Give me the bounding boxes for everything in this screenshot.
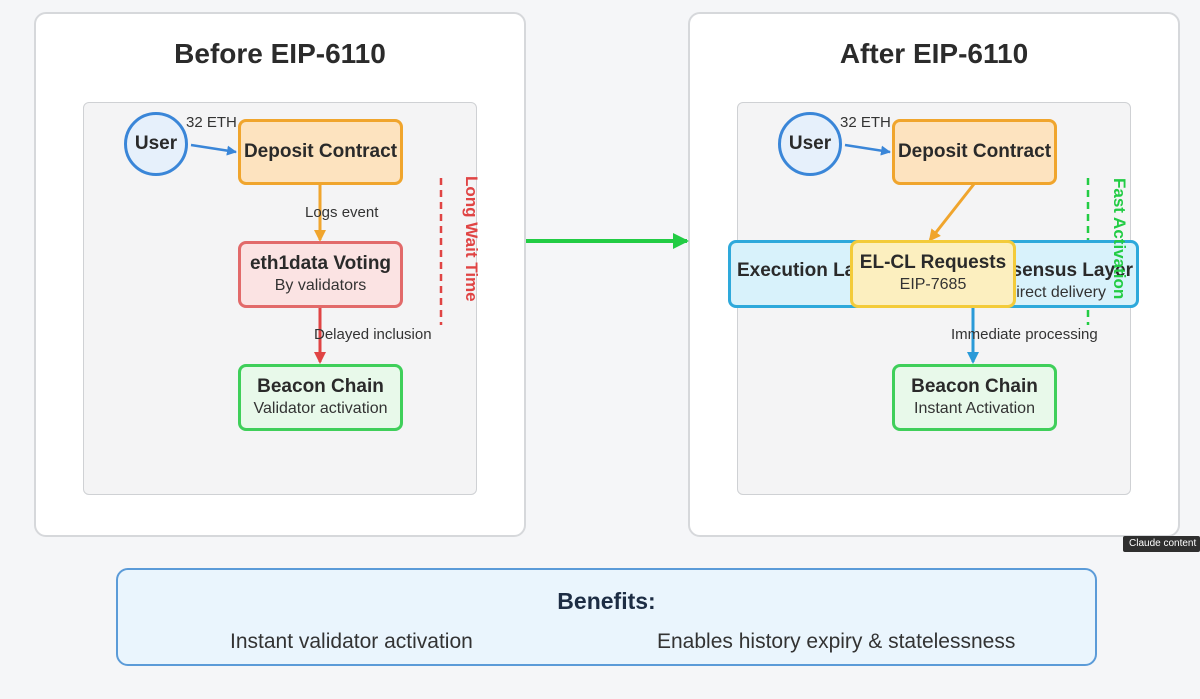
after-beacon-node: Beacon Chain Instant Activation: [892, 364, 1057, 431]
before-user-node: User: [124, 112, 188, 176]
before-delayed-label: Delayed inclusion: [314, 326, 432, 343]
tooltip: Claude content: [1123, 536, 1200, 552]
after-user-label: User: [788, 133, 832, 154]
benefits-box: Benefits: Instant validator activation E…: [116, 568, 1097, 666]
after-deposit-label: Deposit Contract: [897, 141, 1052, 162]
after-user-node: User: [778, 112, 842, 176]
before-beacon-title: Beacon Chain: [257, 375, 384, 397]
after-user-deposit-arrow: [844, 143, 891, 156]
before-voting-sub: By validators: [274, 276, 367, 294]
after-amount-label: 32 ETH: [840, 114, 891, 131]
after-beacon-sub: Instant Activation: [914, 399, 1035, 417]
before-title: Before EIP-6110: [174, 38, 386, 69]
after-deposit-contract: Deposit Contract: [892, 119, 1057, 185]
consensus-layer-label: Consensus Layer: [988, 260, 1133, 281]
before-wait-label: Long Wait Time: [462, 176, 481, 302]
before-user-deposit-arrow: [190, 143, 237, 156]
el-cl-requests-node: EL-CL Requests EIP-7685: [850, 240, 1016, 308]
before-beacon-sub: Validator activation: [253, 399, 388, 417]
immediate-processing-label: Immediate processing: [951, 326, 1098, 343]
direct-delivery-label: Direct delivery: [1004, 284, 1106, 301]
before-voting-node: eth1data Voting By validators: [238, 241, 403, 308]
benefits-title: Benefits:: [557, 588, 656, 614]
requests-title: EL-CL Requests: [859, 252, 1007, 273]
before-voting-title: eth1data Voting: [249, 252, 392, 274]
after-deposit-requests-arrow: [928, 183, 976, 242]
after-fast-label: Fast Activation: [1110, 178, 1129, 300]
before-amount-label: 32 ETH: [186, 114, 237, 131]
requests-sub: EIP-7685: [899, 276, 967, 293]
before-deposit-contract: Deposit Contract: [238, 119, 403, 185]
before-deposit-label: Deposit Contract: [243, 141, 398, 162]
benefit-item: Instant validator activation: [230, 630, 473, 653]
before-user-label: User: [134, 133, 178, 154]
after-beacon-title: Beacon Chain: [911, 375, 1038, 397]
execution-layer-label: Execution Layer: [737, 260, 878, 281]
before-beacon-node: Beacon Chain Validator activation: [238, 364, 403, 431]
benefit-item: Enables history expiry & statelessness: [657, 630, 1016, 653]
before-logs-event-label: Logs event: [305, 204, 379, 221]
after-title: After EIP-6110: [839, 38, 1029, 69]
